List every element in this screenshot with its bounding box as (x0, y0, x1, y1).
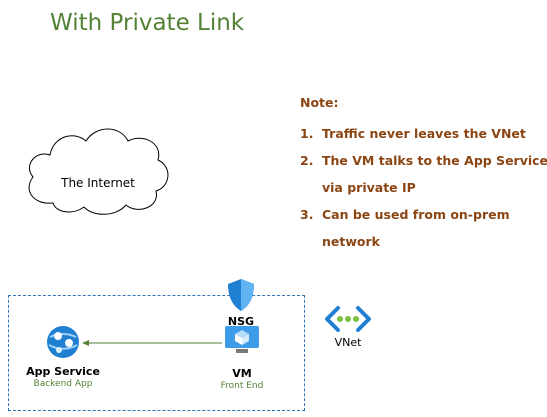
note-item-3: 3.Can be used from on-prem network (300, 207, 510, 249)
nsg-label: NSG (227, 315, 255, 328)
note-item-1: 1.Traffic never leaves the VNet (300, 126, 526, 141)
app-service-sublabel: Backend App (33, 379, 93, 389)
app-service-icon (47, 326, 79, 358)
note-item-2: 2.The VM talks to the App Service via pr… (300, 153, 547, 195)
vm-icon (225, 326, 259, 353)
connection-arrow (82, 340, 222, 346)
internet-cloud-icon (28, 128, 169, 215)
vm-sublabel: Front End (220, 381, 264, 391)
notes-panel: Note: 1.Traffic never leaves the VNet 2.… (300, 95, 547, 255)
vnet-label: VNet (334, 336, 362, 349)
diagram-title: With Private Link (50, 10, 245, 36)
notes-heading: Note: (300, 95, 339, 110)
notes-list: 1.Traffic never leaves the VNet 2.The VM… (300, 120, 547, 255)
vnet-icon (325, 306, 371, 332)
vnet-boundary (8, 295, 305, 411)
nsg-shield-icon (228, 279, 254, 311)
app-service-label: App Service (26, 365, 100, 378)
vm-label: VM (232, 367, 252, 380)
internet-label: The Internet (61, 176, 135, 190)
